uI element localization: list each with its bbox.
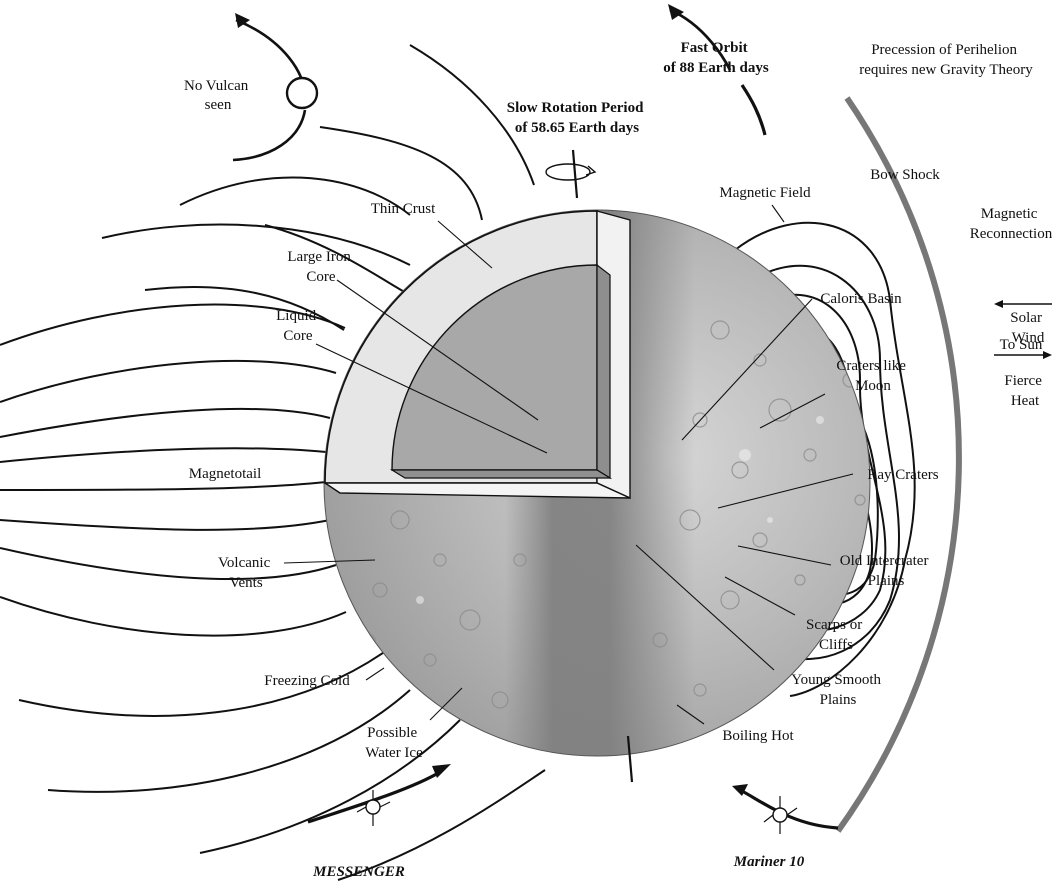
label-young-smooth-plains: Young Smooth Plains <box>791 672 885 708</box>
solar-wind-arrow <box>994 300 1052 308</box>
labels: No Vulcan seen Fast Orbit of 88 Earth da… <box>184 40 1053 880</box>
label-caloris-basin: Caloris Basin <box>820 291 902 307</box>
label-fast-orbit: Fast Orbit of 88 Earth days <box>663 40 769 76</box>
label-scarps-or-cliffs: Scarps or Cliffs <box>806 617 866 653</box>
rotation-axis <box>545 149 634 783</box>
label-liquid-core: Liquid Core <box>276 308 320 344</box>
mariner-orbit <box>732 784 839 834</box>
label-possible-water-ice: Possible Water Ice <box>365 725 423 761</box>
mariner-spacecraft-icon <box>763 796 798 834</box>
label-no-vulcan: No Vulcan seen <box>184 78 252 113</box>
label-solar-wind: Solar Wind <box>1010 310 1045 346</box>
cross-section <box>322 210 631 500</box>
label-precession: Precession of Perihelion requires new Gr… <box>859 42 1033 78</box>
label-ray-craters: Ray Craters <box>867 467 938 483</box>
vulcan-orbit <box>232 13 319 162</box>
label-bow-shock: Bow Shock <box>870 167 940 183</box>
label-volcanic-vents: Volcanic Vents <box>218 555 274 591</box>
label-messenger: MESSENGER <box>312 864 405 880</box>
label-craters-like-moon: Craters like Moon <box>836 358 909 394</box>
label-thin-crust: Thin Crust <box>371 201 436 217</box>
label-old-intercrater-plains: Old Intercrater Plains <box>840 553 932 589</box>
messenger-orbit <box>307 764 451 826</box>
leader-lines <box>283 204 854 725</box>
label-magnetotail: Magnetotail <box>189 466 261 482</box>
label-to-sun: To Sun <box>1000 337 1043 353</box>
messenger-spacecraft-icon <box>356 790 391 826</box>
label-boiling-hot: Boiling Hot <box>722 728 794 744</box>
label-large-iron-core: Large Iron Core <box>287 249 354 285</box>
label-fierce-heat: Fierce Heat <box>1004 373 1045 409</box>
label-mariner-10: Mariner 10 <box>733 854 805 870</box>
label-magnetic-reconnection: Magnetic Reconnection <box>970 206 1053 242</box>
label-slow-rotation: Slow Rotation Period of 58.65 Earth days <box>507 100 647 136</box>
fast-orbit-arrow <box>668 4 767 136</box>
magnetotail-field-lines <box>0 44 546 881</box>
label-magnetic-field: Magnetic Field <box>719 185 811 201</box>
bow-shock <box>835 96 962 833</box>
label-freezing-cold: Freezing Cold <box>264 673 350 689</box>
to-sun-arrow <box>994 351 1052 359</box>
